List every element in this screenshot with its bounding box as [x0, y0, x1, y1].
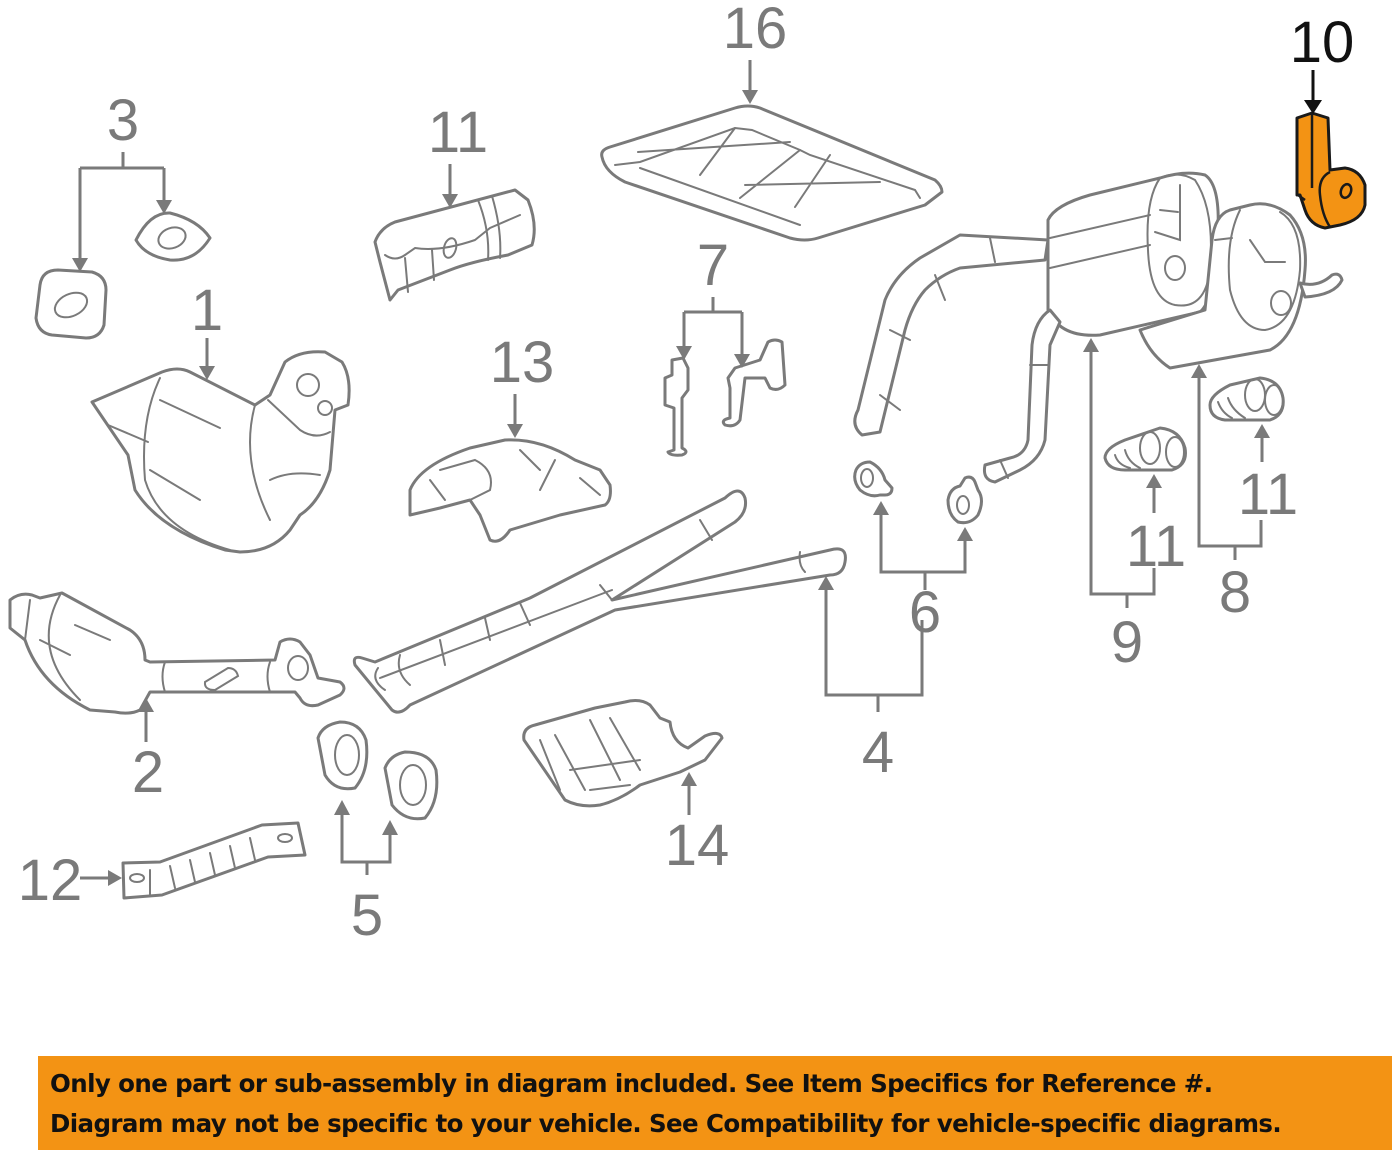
part-5-seals[interactable]: [316, 720, 439, 821]
callout-label-2: 2: [132, 740, 164, 805]
part-16-heat-shield-panel[interactable]: [600, 104, 944, 242]
part-9-muffler-left[interactable]: [853, 171, 1220, 484]
part-11-exhaust-tip[interactable]: [1103, 426, 1187, 472]
callout-label-1: 1: [191, 278, 223, 343]
callout-label-12: 11: [428, 100, 488, 165]
callout-14: 13: [490, 330, 555, 438]
part-11-exhaust-tip-2[interactable]: [1208, 376, 1285, 422]
callout-label-16: 16: [723, 0, 788, 61]
disclaimer-banner: Only one part or sub-assembly in diagram…: [38, 1056, 1392, 1150]
callout-10: 10: [1290, 10, 1355, 114]
part-8-muffler-right[interactable]: [1138, 202, 1344, 370]
callout-11b: 11: [1238, 424, 1298, 527]
callout-16: 16: [723, 0, 788, 104]
callout-label-8: 8: [1219, 560, 1251, 625]
disclaimer-line-1: Only one part or sub-assembly in diagram…: [50, 1069, 1213, 1098]
exhaust-parts-diagram: 3 1 11 16: [8, 0, 1367, 948]
callout-label-6: 6: [909, 580, 941, 645]
callout-12: 11: [428, 100, 488, 208]
callout-label-13: 12: [18, 848, 83, 913]
callout-label-10: 10: [1290, 10, 1355, 75]
callout-11a: 11: [1126, 474, 1186, 579]
callout-1: 1: [191, 278, 223, 380]
callout-label-5: 5: [351, 883, 383, 948]
callout-label-3: 3: [107, 88, 139, 153]
callout-3: 3: [72, 88, 172, 272]
callout-6: 6: [873, 501, 973, 645]
callout-15: 14: [665, 772, 730, 878]
callout-label-4: 4: [862, 720, 894, 785]
disclaimer-line-2: Diagram may not be specific to your vehi…: [50, 1109, 1282, 1138]
callout-5: 5: [334, 800, 398, 948]
callout-label-7: 7: [697, 233, 729, 298]
callout-8: 8: [1191, 364, 1263, 625]
callout-label-11a: 11: [1126, 514, 1186, 579]
part-1-catalytic-converter[interactable]: [90, 350, 351, 554]
callout-4: 4: [818, 576, 924, 785]
callout-13: 12: [18, 848, 122, 913]
part-3-gaskets[interactable]: [34, 211, 212, 340]
callout-9: 9: [1083, 338, 1156, 675]
part-14-heat-shield[interactable]: [408, 438, 612, 543]
part-6-hangers[interactable]: [853, 460, 983, 525]
callout-label-15: 14: [665, 813, 730, 878]
part-10-muffler-bracket[interactable]: [1295, 111, 1367, 230]
callout-label-9: 9: [1111, 610, 1143, 675]
callout-label-14: 13: [490, 330, 555, 395]
part-4-intermediate-pipe[interactable]: [352, 489, 847, 714]
part-2-converter-pipe[interactable]: [8, 591, 346, 715]
part-13-support-bracket[interactable]: [121, 821, 307, 900]
part-12-heat-shield[interactable]: [373, 188, 536, 302]
callout-label-11b: 11: [1238, 462, 1298, 527]
callout-2: 2: [132, 698, 164, 805]
part-15-heat-shield[interactable]: [522, 699, 724, 808]
part-7-hanger-brackets[interactable]: [663, 338, 787, 457]
callout-7: 7: [676, 233, 750, 368]
